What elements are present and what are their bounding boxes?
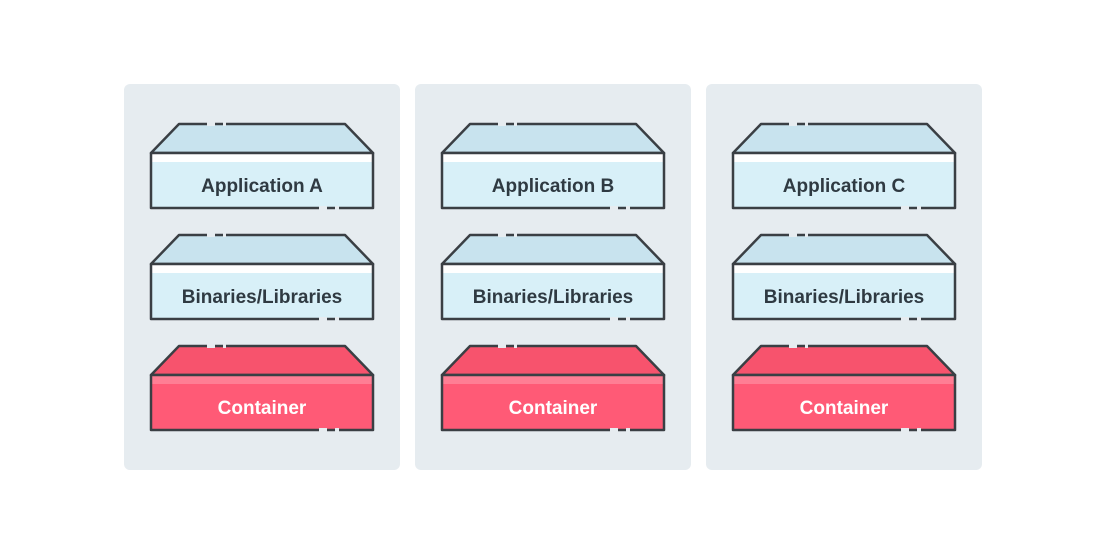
edge-notch	[223, 122, 226, 126]
block-outline	[731, 373, 957, 432]
block-top-face	[731, 344, 957, 377]
block-top-face	[731, 233, 957, 266]
application-block: Application C	[731, 122, 957, 210]
block-front-face	[733, 264, 955, 319]
edge-notch	[498, 233, 506, 237]
block-front-face	[442, 264, 664, 319]
block-label: Container	[218, 398, 307, 419]
block-label: Binaries/Libraries	[764, 287, 925, 308]
block-outline	[149, 262, 375, 321]
block-label: Application B	[492, 176, 614, 197]
container-block: Container	[440, 344, 666, 432]
edge-notch	[917, 428, 921, 432]
block-band	[442, 375, 664, 384]
edge-notch	[610, 206, 618, 210]
block-label: Container	[800, 398, 889, 419]
edge-notch	[626, 428, 630, 432]
edge-notch	[335, 317, 339, 321]
block-outline	[731, 262, 957, 321]
block-band	[733, 264, 955, 273]
block-front-face	[442, 375, 664, 430]
binaries-libraries-block: Binaries/Libraries	[149, 233, 375, 321]
block-label: Application C	[783, 176, 906, 197]
block-band	[442, 153, 664, 162]
edge-notch	[319, 428, 327, 432]
block-top-face	[440, 344, 666, 377]
binaries-libraries-block: Binaries/Libraries	[440, 233, 666, 321]
container-block: Container	[149, 344, 375, 432]
edge-notch	[789, 344, 797, 348]
block-band	[151, 153, 373, 162]
edge-notch	[514, 344, 517, 348]
application-block: Application A	[149, 122, 375, 210]
block-band	[151, 375, 373, 384]
edge-notch	[207, 233, 215, 237]
edge-notch	[335, 428, 339, 432]
edge-notch	[805, 344, 808, 348]
edge-notch	[223, 233, 226, 237]
block-front-face	[151, 153, 373, 208]
block-label: Binaries/Libraries	[182, 287, 343, 308]
edge-notch	[901, 317, 909, 321]
edge-notch	[207, 344, 215, 348]
block-top-face	[149, 344, 375, 377]
edge-notch	[901, 206, 909, 210]
block-outline	[440, 373, 666, 432]
block-label: Binaries/Libraries	[473, 287, 634, 308]
block-front-face	[151, 264, 373, 319]
edge-notch	[335, 206, 339, 210]
block-label: Container	[509, 398, 598, 419]
edge-notch	[805, 122, 808, 126]
edge-notch	[901, 428, 909, 432]
edge-notch	[319, 317, 327, 321]
block-front-face	[442, 153, 664, 208]
block-top-face	[440, 233, 666, 266]
block-label: Application A	[201, 176, 323, 197]
block-outline	[440, 262, 666, 321]
block-front-face	[733, 375, 955, 430]
block-top-face	[440, 122, 666, 155]
edge-notch	[498, 122, 506, 126]
edge-notch	[917, 317, 921, 321]
block-front-face	[151, 375, 373, 430]
edge-notch	[514, 233, 517, 237]
edge-notch	[917, 206, 921, 210]
edge-notch	[626, 206, 630, 210]
binaries-libraries-block: Binaries/Libraries	[731, 233, 957, 321]
edge-notch	[610, 317, 618, 321]
edge-notch	[223, 344, 226, 348]
container-block: Container	[731, 344, 957, 432]
edge-notch	[498, 344, 506, 348]
block-top-face	[149, 122, 375, 155]
application-block: Application B	[440, 122, 666, 210]
block-top-face	[731, 122, 957, 155]
edge-notch	[789, 233, 797, 237]
block-band	[733, 375, 955, 384]
edge-notch	[319, 206, 327, 210]
block-band	[151, 264, 373, 273]
block-band	[733, 153, 955, 162]
block-outline	[149, 373, 375, 432]
block-outline	[440, 151, 666, 210]
edge-notch	[514, 122, 517, 126]
edge-notch	[626, 317, 630, 321]
edge-notch	[805, 233, 808, 237]
block-outline	[731, 151, 957, 210]
block-front-face	[733, 153, 955, 208]
edge-notch	[789, 122, 797, 126]
edge-notch	[610, 428, 618, 432]
block-top-face	[149, 233, 375, 266]
edge-notch	[207, 122, 215, 126]
block-outline	[149, 151, 375, 210]
block-band	[442, 264, 664, 273]
